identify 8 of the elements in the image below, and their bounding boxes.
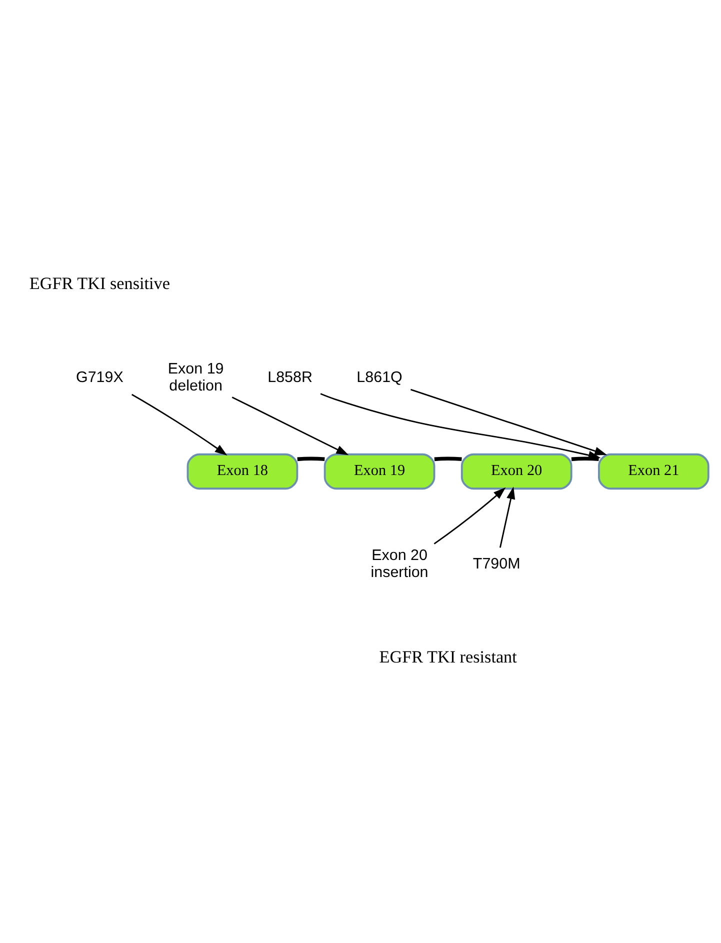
label: EGFR TKI sensitive <box>29 274 170 294</box>
node-text: L858R <box>268 368 312 386</box>
node-text: G719X <box>76 368 124 386</box>
node-text: Exon 20 insertion <box>370 546 428 581</box>
node-text: L861Q <box>356 368 402 386</box>
label: EGFR TKI resistant <box>379 647 517 666</box>
node-text: Exon 19 deletion <box>168 360 224 394</box>
node-text: T790M <box>472 555 520 572</box>
